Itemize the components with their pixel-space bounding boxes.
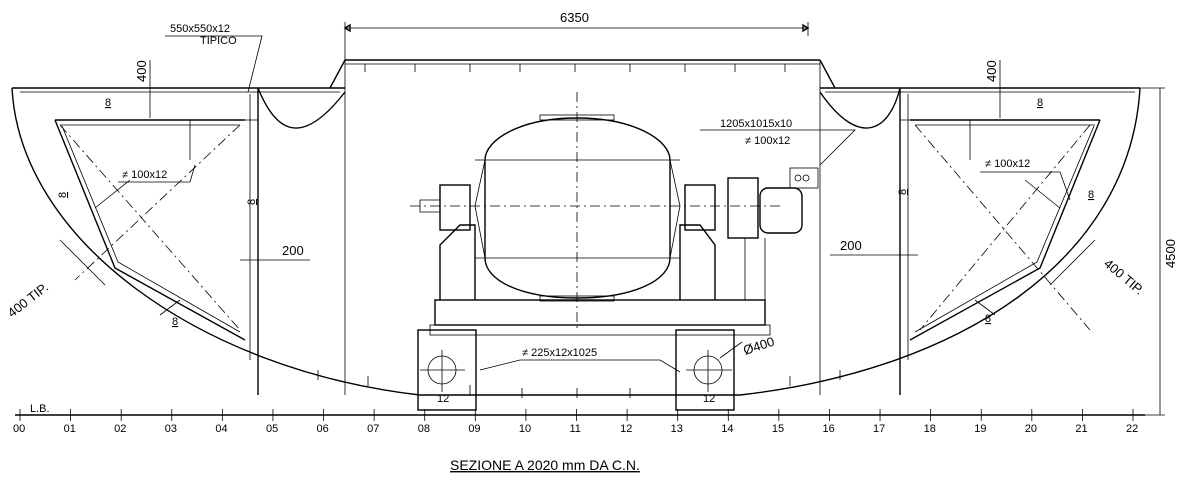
foundation-plate-text: ≠ 225x12x1025 (522, 347, 597, 359)
note-stiffener-left: ≠ 100x12 (118, 164, 196, 183)
dim-deck-right: 400 (984, 60, 1001, 118)
note-foundation-plate: ≠ 225x12x1025 (479, 347, 681, 373)
frame-tick-label-04: 04 (215, 423, 227, 435)
plate-large-sub-text: ≠ 100x12 (745, 135, 790, 147)
note-plate-large: 1205x1015x10 ≠ 100x12 (700, 118, 856, 166)
thk-tr-deck: 8 (1037, 97, 1043, 109)
frame-tick-label-00: 00 (13, 423, 25, 435)
frame-tick-label-20: 20 (1025, 423, 1037, 435)
note-hole-dia: Ø400 (719, 334, 776, 359)
frame-tick-label-16: 16 (822, 423, 834, 435)
depth-value: 4500 (1163, 239, 1178, 268)
frame-tick-label-03: 03 (165, 423, 177, 435)
frame-tick-label-05: 05 (266, 423, 278, 435)
dim-web-right: 200 (830, 238, 918, 256)
deck-height-right-value: 400 (984, 60, 999, 82)
frame-tick-label-07: 07 (367, 423, 379, 435)
frame-tick-label-10: 10 (519, 423, 531, 435)
floor-ticks (317, 370, 841, 398)
bracket-right-value: 400 TIP. (1101, 256, 1147, 298)
frame-tick-label-02: 02 (114, 423, 126, 435)
thk-tr-bottom: 8 (985, 313, 991, 325)
thk-tr-web: 8 (897, 189, 909, 195)
dim-deck-left: 400 (134, 60, 151, 118)
hull-outline (11, 87, 1141, 396)
thickness-marks: 8 8 8 8 8 8 8 8 (57, 97, 1094, 328)
thk-tl-deck: 8 (105, 97, 111, 109)
frame-tick-label-01: 01 (64, 423, 76, 435)
opening-width-value: 6350 (560, 10, 589, 25)
frame-tick-label-17: 17 (873, 423, 885, 435)
deck-height-left-value: 400 (134, 60, 149, 82)
foundation (417, 329, 735, 411)
plate-typ-text: 550x550x12 (170, 23, 230, 35)
thk-tl-web: 8 (246, 199, 258, 205)
bracket-left-value: 400 TIP. (5, 279, 51, 320)
thk-tr-side: 8 (1088, 189, 1094, 201)
thk-tl-bottom: 8 (172, 316, 178, 328)
plate-typ-sub-text: TIPICO (200, 35, 237, 47)
frame-tick-label-15: 15 (772, 423, 784, 435)
dim-opening-width: 6350 (343, 10, 810, 60)
dim-bracket-right: 400 TIP. (1049, 239, 1147, 298)
dim-web-left: 200 (240, 243, 310, 261)
dim-depth: 4500 (1140, 87, 1178, 416)
plate-large-text: 1205x1015x10 (720, 118, 792, 130)
frame-tick-label-11: 11 (570, 423, 581, 435)
frame-tick-label-12: 12 (620, 423, 632, 435)
top-opening (329, 59, 836, 395)
web-offset-right-value: 200 (840, 238, 862, 253)
frame-tick-label-08: 08 (418, 423, 430, 435)
section-title: SEZIONE A 2020 mm DA C.N. (450, 457, 640, 473)
frame-tick-label-21: 21 (1075, 423, 1087, 435)
base-right-thk: 12 (703, 393, 715, 405)
center-lines (410, 92, 780, 330)
web-offset-left-value: 200 (282, 243, 304, 258)
right-wing-tank (819, 87, 1101, 395)
base-left-thk: 12 (437, 393, 449, 405)
dim-bracket-left: 400 TIP. (5, 239, 106, 320)
drum-machine (419, 114, 819, 336)
frame-tick-label-19: 19 (974, 423, 986, 435)
note-stiffener-right: ≠ 100x12 (980, 158, 1071, 201)
stiffener-right-text: ≠ 100x12 (985, 158, 1030, 170)
frame-tick-label-13: 13 (671, 423, 683, 435)
frame-tick-label-14: 14 (721, 423, 733, 435)
baseline-scale: 00 01 02 03 04 05 06 07 08 09 10 11 12 13 14 15 16 17 18 19… (13, 409, 1145, 435)
baseline-label: L.B. (30, 403, 50, 415)
frame-tick-label-09: 09 (468, 423, 480, 435)
hole-dia-text: Ø400 (741, 334, 776, 358)
thk-tl-side: 8 (57, 192, 69, 198)
frame-tick-label-22: 22 (1126, 423, 1138, 435)
left-wing-tank (54, 87, 346, 395)
frame-tick-label-18: 18 (924, 423, 936, 435)
frame-tick-label-06: 06 (317, 423, 329, 435)
note-plate-typ: 550x550x12 TIPICO (165, 23, 263, 93)
stiffener-left-text: ≠ 100x12 (122, 169, 167, 181)
